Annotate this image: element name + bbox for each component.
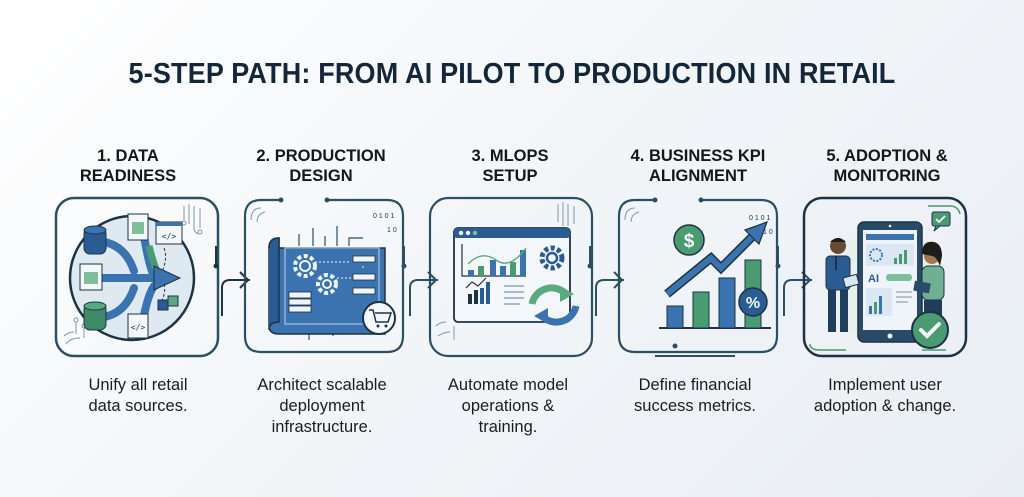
gear-icon — [293, 254, 338, 295]
spreadsheet-icon — [79, 213, 149, 291]
svg-text:0 1 0 1: 0 1 0 1 — [373, 213, 395, 220]
step-3-caption: Automate model operations & training. — [418, 375, 598, 438]
server-rack-icon — [288, 291, 312, 313]
step-3-caption-line2: operations & — [461, 397, 555, 415]
database-icon — [83, 225, 107, 255]
chat-check-icon — [931, 211, 951, 232]
page-title: 5-STEP PATH: FROM AI PILOT TO PRODUCTION… — [128, 58, 896, 90]
step-5-heading: 5. ADOPTION & MONITORING — [797, 146, 977, 188]
step-5-caption-line2: adoption & change. — [813, 397, 957, 415]
step-4-card: 0 1 0 1 1 0 $ % — [615, 196, 783, 360]
step-2-heading-line2: DESIGN — [289, 167, 353, 185]
data-sources-merge-icon: </> </> — [54, 196, 220, 358]
step-3-card — [428, 196, 596, 360]
step-5-card: AI — [802, 196, 970, 360]
percent-badge-icon: % — [738, 287, 768, 317]
step-4-heading: 4. BUSINESS KPI ALIGNMENT — [608, 146, 788, 188]
step-3-caption-line3: training. — [478, 418, 538, 436]
step-4-heading-line2: ALIGNMENT — [648, 167, 748, 185]
step-1-caption-line1: Unify all retail — [88, 376, 188, 394]
blueprint-architecture-icon: 0 1 0 1 1 0 — [243, 197, 405, 354]
bar-chart-icon — [461, 244, 527, 277]
step-1-heading-line2: READINESS — [79, 167, 177, 185]
dollar-coin-icon: $ — [673, 224, 705, 256]
step-2-caption: Architect scalable deployment infrastructu… — [232, 375, 412, 438]
step-1-caption: Unify all retail data sources. — [48, 375, 228, 417]
step-3-heading: 3. MLOPS SETUP — [420, 146, 600, 188]
tablet-device: AI — [857, 221, 923, 343]
step-5-caption: Implement user adoption & change. — [795, 375, 975, 417]
man-figure — [825, 238, 860, 332]
code-window-icon: </> — [155, 221, 183, 245]
step-4-caption-line2: success metrics. — [634, 397, 756, 415]
checkmark-badge-icon — [911, 311, 949, 349]
gear-icon — [539, 245, 565, 271]
step-2-caption-line3: infrastructure. — [271, 418, 373, 436]
step-2-heading: 2. PRODUCTION DESIGN — [231, 146, 411, 188]
svg-text:1 0: 1 0 — [387, 227, 397, 234]
step-3-heading-line2: SETUP — [482, 167, 538, 185]
refresh-cycle-icon — [528, 284, 580, 326]
step-1-heading-line1: 1. DATA — [97, 147, 159, 165]
step-1-heading: 1. DATA READINESS — [38, 146, 218, 188]
step-5-caption-line1: Implement user — [828, 376, 942, 394]
database-green-icon — [83, 301, 107, 331]
connector-arrow-3 — [587, 246, 624, 316]
code-file-icon: </> — [127, 313, 149, 339]
trend-arrow-icon — [664, 220, 769, 298]
step-2-caption-line2: deployment — [279, 397, 365, 415]
step-3-heading-line1: 3. MLOPS — [471, 147, 549, 165]
step-1-caption-line2: data sources. — [88, 397, 188, 415]
svg-text:%: % — [746, 295, 760, 312]
step-2-card: 0 1 0 1 1 0 — [241, 196, 409, 360]
svg-text:</>: </> — [162, 232, 177, 241]
shopping-cart-icon — [362, 301, 396, 335]
connector-arrow-1 — [213, 246, 250, 316]
adoption-tablet-users-icon: AI — [802, 196, 968, 358]
step-4-caption-line1: Define financial — [638, 376, 752, 394]
kpi-growth-chart-icon: 0 1 0 1 1 0 $ % — [617, 197, 779, 357]
svg-text:$: $ — [684, 231, 695, 252]
step-4-heading-line1: 4. BUSINESS KPI — [630, 147, 766, 165]
step-3-caption-line1: Automate model — [447, 376, 569, 394]
step-2-caption-line1: Architect scalable — [257, 376, 387, 394]
mlops-dashboard-icon — [428, 196, 594, 358]
step-1-card: </> </> — [54, 196, 222, 360]
svg-text:0 1 0 1: 0 1 0 1 — [749, 215, 771, 222]
step-5-heading-line2: MONITORING — [833, 167, 941, 185]
step-5-heading-line1: 5. ADOPTION & — [826, 147, 948, 165]
ai-label: AI — [868, 273, 879, 285]
step-2-heading-line1: 2. PRODUCTION — [256, 147, 386, 165]
step-4-caption: Define financial success metrics. — [605, 375, 785, 417]
svg-text:1 0: 1 0 — [763, 229, 773, 236]
svg-text:</>: </> — [131, 323, 146, 332]
